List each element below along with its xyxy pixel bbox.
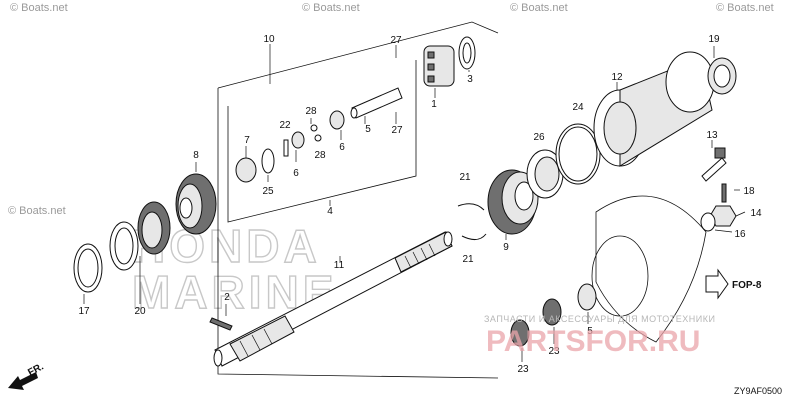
callout-11: 11 [334, 260, 345, 271]
reference-tag: FOP-8 [705, 268, 762, 300]
callout-17: 17 [78, 306, 90, 317]
callout-6-right: 6 [339, 142, 345, 153]
frame-4-box [227, 60, 417, 223]
callout-13: 13 [706, 130, 718, 141]
reverse-gear [487, 169, 539, 235]
front-indicator: FR. [8, 361, 46, 390]
callout-20: 20 [134, 306, 146, 317]
boats-watermark-1: © Boats.net [10, 2, 68, 14]
callout-28-top: 28 [305, 106, 317, 117]
needle-bearing [707, 57, 737, 95]
callout-5-bottom: 5 [587, 326, 593, 337]
boats-watermark-left: © Boats.net [8, 205, 66, 217]
small-parts [235, 110, 345, 183]
boats-watermark-4: © Boats.net [716, 2, 774, 14]
callout-18: 18 [743, 186, 755, 197]
tapered-bearing [109, 201, 171, 271]
callout-4: 4 [327, 206, 333, 217]
callout-27-top: 27 [390, 35, 402, 46]
callout-25: 25 [262, 186, 274, 197]
lower-seals [510, 283, 597, 347]
watermark-layer: © Boats.net © Boats.net © Boats.net © Bo… [8, 2, 774, 319]
callout-9: 9 [503, 242, 509, 253]
callout-16: 16 [734, 229, 746, 240]
forward-gear [175, 173, 217, 235]
callout-26: 26 [533, 132, 545, 143]
front-arrow-icon [8, 372, 38, 390]
clutch-spring [458, 36, 476, 70]
callout-2: 2 [224, 292, 230, 303]
callout-28-bottom: 28 [314, 150, 326, 161]
reference-label: FOP-8 [732, 280, 762, 291]
boats-watermark-2: © Boats.net [302, 2, 360, 14]
reference-arrow-icon [705, 268, 729, 300]
callout-19: 19 [708, 34, 720, 45]
frame-10-left [217, 88, 499, 379]
leader-lines [83, 44, 746, 362]
callout-14: 14 [750, 208, 762, 219]
ru-watermark: ЗАПЧАСТИ И АКСЕССУАРЫ ДЛЯ МОТОТЕХНИКИ PA… [484, 314, 715, 358]
pin [209, 317, 233, 331]
front-label: FR. [26, 361, 46, 378]
assembly-frames [217, 21, 499, 379]
propeller-outline [591, 195, 707, 343]
boats-watermark-3: © Boats.net [510, 2, 568, 14]
callout-12: 12 [611, 72, 623, 83]
callout-7: 7 [244, 135, 250, 146]
propeller-shaft [213, 231, 453, 367]
retainer-clips [457, 203, 487, 240]
o-ring [555, 123, 601, 185]
callout-21-top: 21 [459, 172, 471, 183]
callout-3: 3 [467, 74, 473, 85]
callout-1: 1 [431, 99, 437, 110]
callout-21-bottom: 21 [462, 254, 474, 265]
callout-6-left: 6 [293, 168, 299, 179]
frame-10-top [217, 21, 499, 89]
diagram-code: ZY9AF0500 [734, 386, 782, 396]
ru-banner-watermark: ЗАПЧАСТИ И АКСЕССУАРЫ ДЛЯ МОТОТЕХНИКИ [484, 314, 715, 324]
callout-layer: 10 27 3 1 28 5 27 22 28 6 7 6 25 8 4 11 … [78, 34, 762, 375]
parts-layer [73, 36, 737, 367]
callout-24: 24 [572, 102, 584, 113]
bearing-housing [593, 51, 715, 167]
shim-ring [73, 243, 103, 293]
callout-10: 10 [263, 34, 275, 45]
callout-23-bottom: 23 [517, 364, 529, 375]
callout-27-bottom: 27 [391, 125, 403, 136]
clutch-dog [423, 45, 455, 87]
callout-5-top: 5 [365, 124, 371, 135]
callout-22: 22 [279, 120, 291, 131]
housing-bolt [701, 147, 727, 182]
prop-nut-set [700, 183, 737, 232]
callout-23-top: 23 [548, 346, 560, 357]
callout-8: 8 [193, 150, 199, 161]
clutch-shaft [350, 87, 403, 119]
ru-site-watermark: PARTSFOR.RU [486, 325, 700, 358]
reverse-bearing [526, 149, 564, 199]
